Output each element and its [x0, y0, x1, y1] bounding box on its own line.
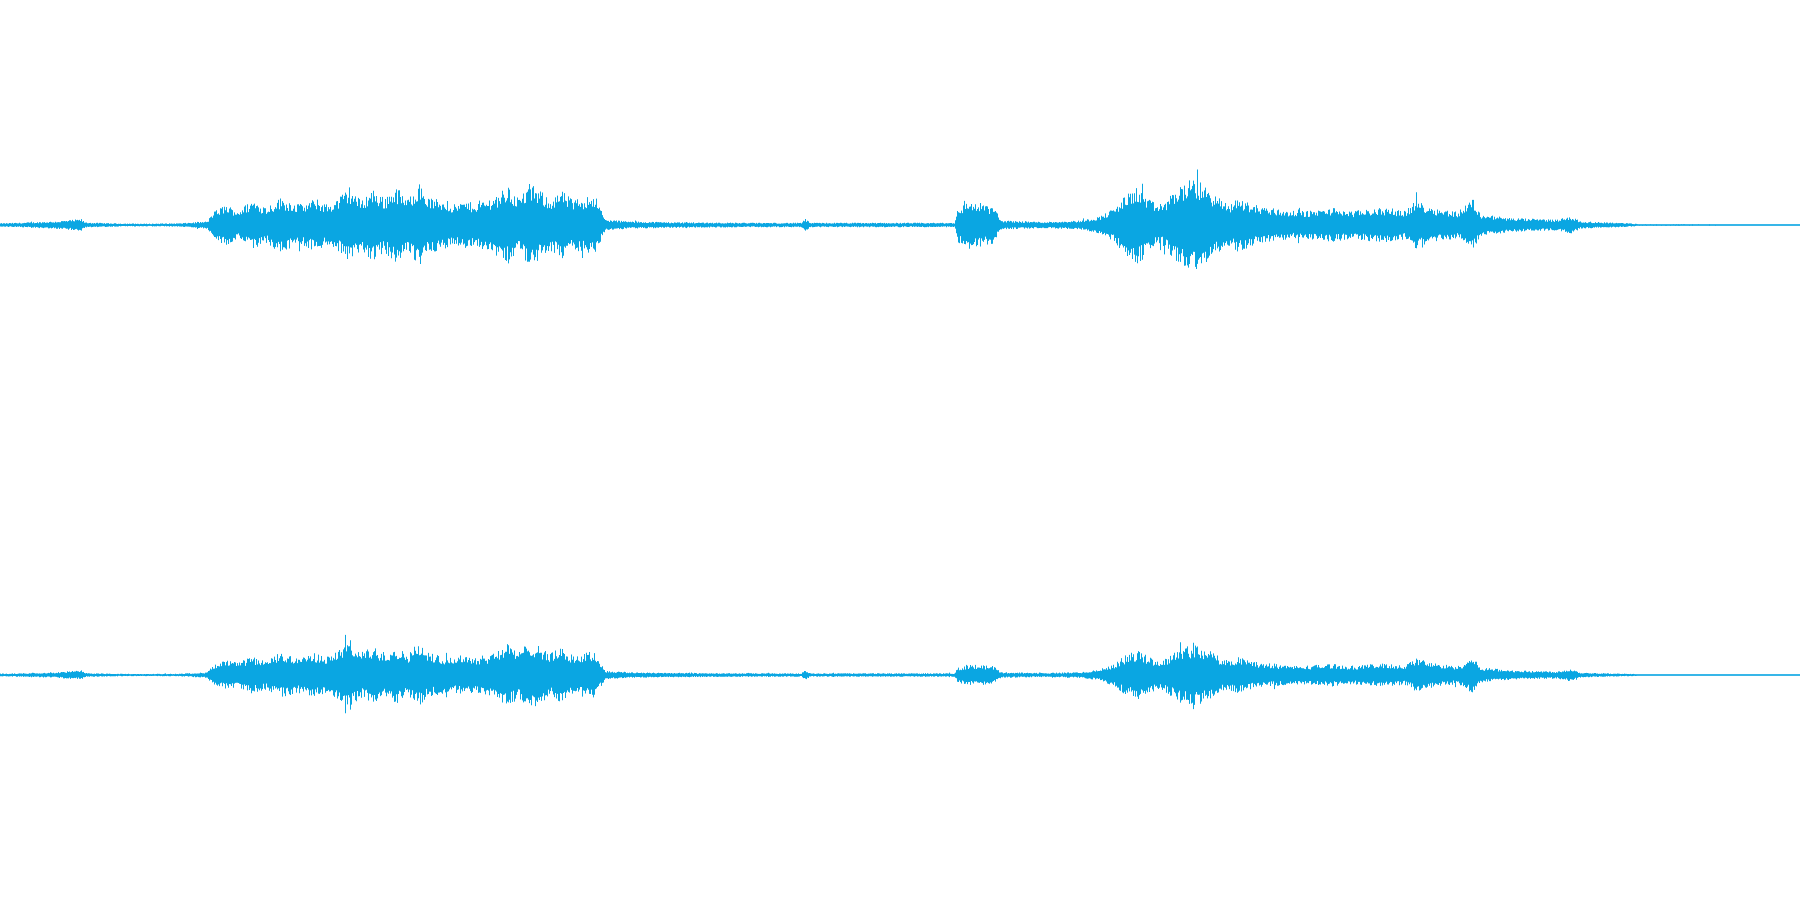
- waveform-trace: [0, 634, 1800, 714]
- waveform-channel-2: [0, 634, 1800, 714]
- waveform-channel-1: [0, 169, 1800, 270]
- waveform-trace: [0, 169, 1800, 270]
